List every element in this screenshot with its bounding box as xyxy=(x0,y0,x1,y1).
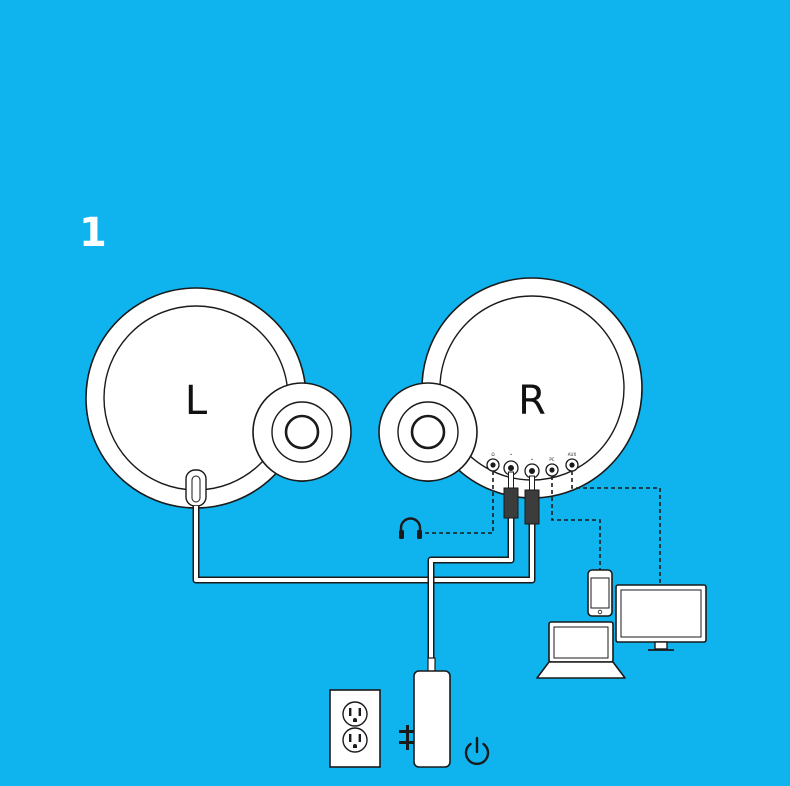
power-plug xyxy=(503,471,519,519)
outlet-socket-bottom xyxy=(342,727,368,753)
port-aux[interactable]: AUX xyxy=(565,452,579,472)
power-outlet-icon xyxy=(329,689,381,768)
left-speaker-connector xyxy=(185,469,207,507)
right-speaker-ports: Ω • • PC AUX xyxy=(486,452,579,479)
power-cable xyxy=(427,518,515,660)
outlet-socket-top xyxy=(342,701,368,727)
pc-dashed-line xyxy=(551,476,601,570)
port-label-aux: AUX xyxy=(568,452,577,457)
dashed-connections xyxy=(422,471,661,585)
port-pc[interactable]: PC xyxy=(545,457,559,477)
headphones-icon xyxy=(399,517,422,539)
power-adapter-icon xyxy=(399,657,451,768)
port-label-pc: PC xyxy=(549,457,554,462)
monitor-icon xyxy=(615,584,707,651)
power-icon xyxy=(464,736,490,766)
adapter-prongs xyxy=(399,725,414,750)
speaker-link-plug xyxy=(524,475,540,525)
smartphone-icon xyxy=(587,569,613,617)
step-number: 1 xyxy=(79,210,107,256)
right-tweeter xyxy=(378,382,478,482)
laptop-icon xyxy=(536,621,626,679)
right-speaker: R xyxy=(421,277,643,499)
port-label-power: • xyxy=(510,452,512,457)
port-headphone[interactable]: Ω xyxy=(486,452,500,472)
speaker-link-cable xyxy=(192,506,536,584)
port-label-speaker-link: • xyxy=(531,457,533,462)
left-speaker-label: L xyxy=(185,378,208,424)
right-speaker-label: R xyxy=(518,378,546,424)
port-label-headphone: Ω xyxy=(491,452,494,457)
aux-dashed-line xyxy=(571,471,661,585)
left-tweeter xyxy=(252,382,352,482)
